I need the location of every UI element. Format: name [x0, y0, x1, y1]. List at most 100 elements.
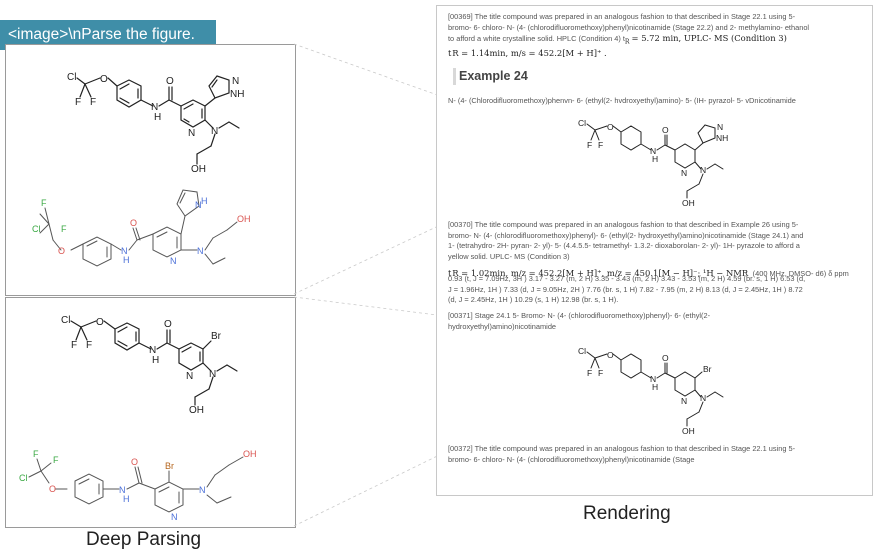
atom-label: F	[53, 455, 59, 465]
atom-label: OH	[682, 426, 695, 436]
atom-label: Cl	[32, 224, 41, 234]
document-molecule-1: Cl F F O N H O N N N NH OH	[578, 118, 728, 208]
paragraph-line: [00371] Stage 24.1 5- Bromo- N- (4- (chl…	[448, 311, 711, 320]
atom-label: F	[75, 97, 81, 108]
atom-label: F	[587, 368, 592, 378]
atom-label: O	[164, 319, 172, 330]
paragraph-line: hydroxyethyl)amino)nicotinamide	[448, 321, 557, 331]
atom-label: H	[123, 255, 130, 265]
atom-label: F	[86, 340, 92, 351]
paragraph-line: [00369] The title compound was prepared …	[448, 12, 796, 21]
atom-label: N	[170, 256, 177, 266]
atom-label: OH	[237, 214, 251, 224]
connector-line	[293, 211, 469, 295]
atom-label: N	[151, 102, 158, 113]
paragraph-line: to afford a white crystalline solid. HPL…	[448, 34, 625, 44]
atom-label: N	[149, 345, 156, 356]
atom-label: N	[199, 485, 206, 495]
atom-label: N	[700, 165, 706, 175]
atom-label: O	[166, 76, 174, 87]
atom-label: N	[211, 126, 218, 137]
atom-label: H	[154, 112, 161, 123]
atom-label: N	[650, 146, 656, 156]
atom-label: H	[652, 382, 658, 392]
atom-label: Br	[165, 461, 174, 471]
heading-marker	[453, 68, 456, 85]
caption-rendering: Rendering	[583, 503, 671, 524]
paragraph-line: bromo- 6- chloro- N- (4- (chlorodifluoro…	[448, 22, 810, 32]
atom-label: N	[171, 512, 178, 522]
rendered-document	[436, 5, 873, 496]
atom-label: Cl	[67, 72, 76, 83]
paragraph-line: [00372] The title compound was prepared …	[448, 444, 796, 453]
atom-label: N	[681, 168, 687, 178]
paragraph-00369: [00369] The title compound was prepared …	[448, 12, 809, 48]
atom-label: F	[598, 140, 603, 150]
atom-label: O	[131, 457, 138, 467]
example-24-title: N- (4- (Chlorodifluoromethoxy)phenvn- 6-…	[448, 96, 796, 105]
paragraph-line: J = 1.96Hz, 1H ) 7.33 (d, J = 9.05Hz, 2H…	[448, 284, 803, 294]
paragraph-line: (d, J = 2.45Hz, 1H ) 10.29 (s, 1 H) 12.9…	[448, 295, 619, 305]
paragraph-line: = 5.72 min, UPLC- MS (Condition 3)	[631, 33, 787, 44]
atom-label: N	[717, 122, 723, 132]
paragraph-line: [00370] The title compound was prepared …	[448, 220, 799, 229]
connector-line	[293, 441, 467, 527]
equation-tail: (400 MHz, DMSO- d6) δ ppm	[752, 269, 849, 278]
atom-label: N	[121, 246, 128, 256]
paragraph-line: bromo- N- (4- (chlorodifluoromethoxy)phe…	[448, 230, 804, 240]
atom-label: Cl	[578, 346, 586, 356]
atom-label: O	[96, 317, 104, 328]
atom-label: N	[650, 374, 656, 384]
paragraph-line: 0.93 (t, J = 7.09Hz, 3H ) 3.17 - 3.27 (m…	[448, 274, 806, 283]
atom-label: O	[130, 218, 137, 228]
deep-parsing-panel-top	[5, 44, 296, 296]
paragraph-00370: [00370] The title compound was prepared …	[448, 220, 803, 262]
atom-label: Cl	[19, 473, 28, 483]
equation-00370: t R = 1.02min, m/z = 452.2[M + H]⁺, m/z …	[448, 263, 849, 281]
atom-label: F	[33, 449, 39, 459]
atom-label: O	[607, 122, 614, 132]
atom-label: O	[100, 74, 108, 85]
atom-label: F	[598, 368, 603, 378]
equation-00369: t R = 1.14min, m/s = 452.2[M + H]⁺ .	[448, 48, 607, 58]
molecule-2-rendered: Cl F F O N H O Br N N OH	[19, 449, 257, 522]
atom-label: OH	[243, 449, 257, 459]
atom-label: OH	[191, 164, 206, 175]
document-molecule-2: Cl F F O N H O Br N N OH	[578, 346, 724, 436]
atom-label: OH	[189, 405, 204, 416]
atom-label: N	[700, 393, 706, 403]
atom-label: H	[201, 196, 208, 206]
atom-label: N	[197, 246, 204, 256]
atom-label: N	[209, 369, 216, 380]
atom-label: Br	[703, 364, 712, 374]
paragraph-00372: [00372] The title compound was prepared …	[448, 444, 795, 465]
atom-label: O	[49, 484, 56, 494]
molecule-2-structure: Cl F F O N H O N N Br OH	[61, 315, 238, 416]
atom-label: N	[119, 485, 126, 495]
molecule-1-structure: Cl F F O N H O N N N NH OH	[67, 72, 244, 175]
paragraph-line: bromo- 6- chloro- N- (4- (chlorodifluoro…	[448, 454, 695, 464]
atom-label: N	[195, 200, 202, 210]
atom-label: F	[41, 198, 47, 208]
atom-label: Br	[211, 331, 222, 342]
molecule-1-rendered: Cl F F O N H O N N N H OH	[32, 189, 251, 267]
atom-label: F	[61, 224, 67, 234]
atom-label: NH	[716, 133, 728, 143]
deep-parsing-panel-bottom	[5, 297, 296, 528]
paragraph-line: yellow solid. UPLC- MS (Condition 3)	[448, 251, 570, 261]
atom-label: F	[90, 97, 96, 108]
atom-label: N	[188, 128, 195, 139]
atom-label: O	[58, 246, 65, 256]
atom-label: N	[232, 76, 239, 87]
paragraph-00371: [00371] Stage 24.1 5- Bromo- N- (4- (chl…	[448, 311, 710, 332]
atom-label: NH	[230, 89, 244, 100]
atom-label: OH	[682, 198, 695, 208]
atom-label: N	[186, 371, 193, 382]
paragraph-line: 1- (tetrahydro- 2H- pyran- 2- yl)- 5- (4…	[448, 241, 800, 251]
atom-label: O	[607, 350, 614, 360]
atom-label: F	[71, 340, 77, 351]
atom-label: F	[587, 140, 592, 150]
atom-label: H	[152, 355, 159, 366]
atom-label: O	[662, 353, 669, 363]
equation-line: t R = 1.02min, m/z = 452.2[M + H]⁺, m/z …	[448, 268, 749, 278]
